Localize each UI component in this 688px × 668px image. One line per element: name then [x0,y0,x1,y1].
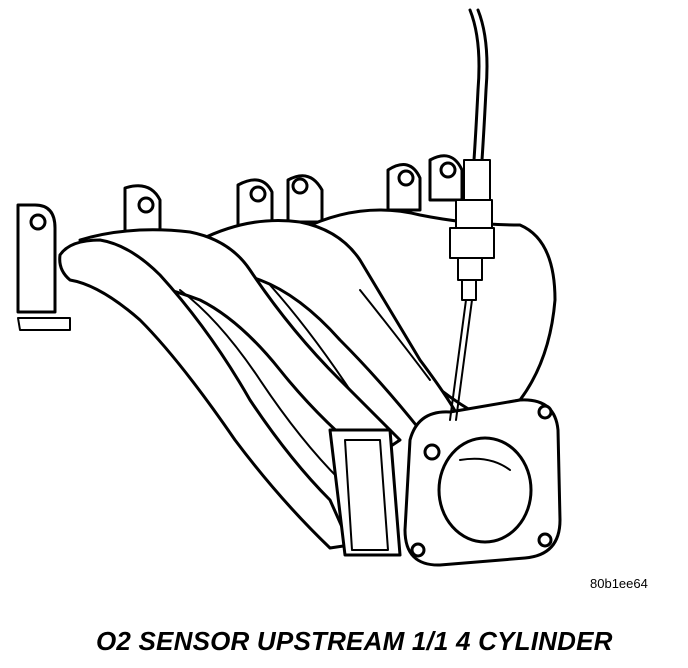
sensor-wire [476,8,489,162]
outlet-flange [328,398,562,567]
manifold-runners [58,208,557,550]
o2-sensor [449,8,495,421]
figure-id-code: 80b1ee64 [590,576,648,591]
exhaust-manifold-illustration [16,8,562,567]
figure-caption: O2 SENSOR UPSTREAM 1/1 4 CYLINDER [96,626,613,656]
